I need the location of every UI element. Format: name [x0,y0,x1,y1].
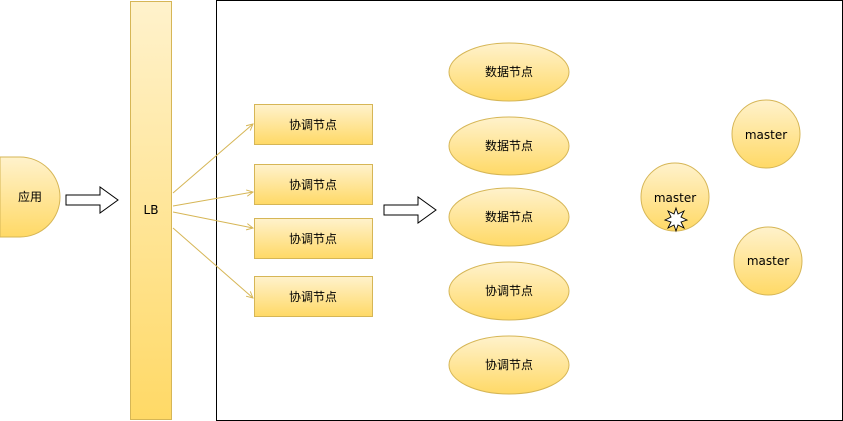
master-node-label: master [654,191,696,205]
arrow-app-to-lb [65,186,119,214]
data-node-label: 数据节点 [485,64,533,79]
connector-4 [172,227,253,298]
data-node-2[interactable]: 数据节点 [448,116,570,176]
coordinator-node-3[interactable]: 协调节点 [254,218,373,259]
data-node-3[interactable]: 数据节点 [448,187,570,247]
data-node-1[interactable]: 数据节点 [448,42,570,102]
lb-node[interactable]: LB [130,1,172,420]
master-node-label: master [747,254,789,268]
connector-1 [172,124,253,194]
coordinator-node-2[interactable]: 协调节点 [254,164,373,205]
coordinator-node-1[interactable]: 协调节点 [254,104,373,145]
star-icon [663,206,689,233]
lb-connectors [172,124,253,298]
connector-2 [172,192,253,207]
arrow-coord-to-data [383,196,437,224]
coordinator-node-label: 协调节点 [289,289,337,304]
connector-3 [172,211,253,228]
data-node-4[interactable]: 协调节点 [448,261,570,321]
coordinator-node-label: 协调节点 [289,231,337,246]
master-node-leader[interactable]: master [640,162,710,233]
coordinator-node-label: 协调节点 [289,177,337,192]
data-node-label: 协调节点 [485,283,533,298]
app-node[interactable]: 应用 [0,156,61,238]
lb-label: LB [144,203,159,217]
coordinator-node-4[interactable]: 协调节点 [254,276,373,317]
app-node-label: 应用 [18,189,42,204]
master-node-3[interactable]: master [733,226,803,296]
data-node-label: 数据节点 [485,209,533,224]
master-node-2[interactable]: master [731,99,801,169]
master-node-label: master [745,128,787,142]
data-node-label: 协调节点 [485,357,533,372]
data-node-label: 数据节点 [485,138,533,153]
data-node-5[interactable]: 协调节点 [448,335,570,395]
coordinator-node-label: 协调节点 [289,117,337,132]
